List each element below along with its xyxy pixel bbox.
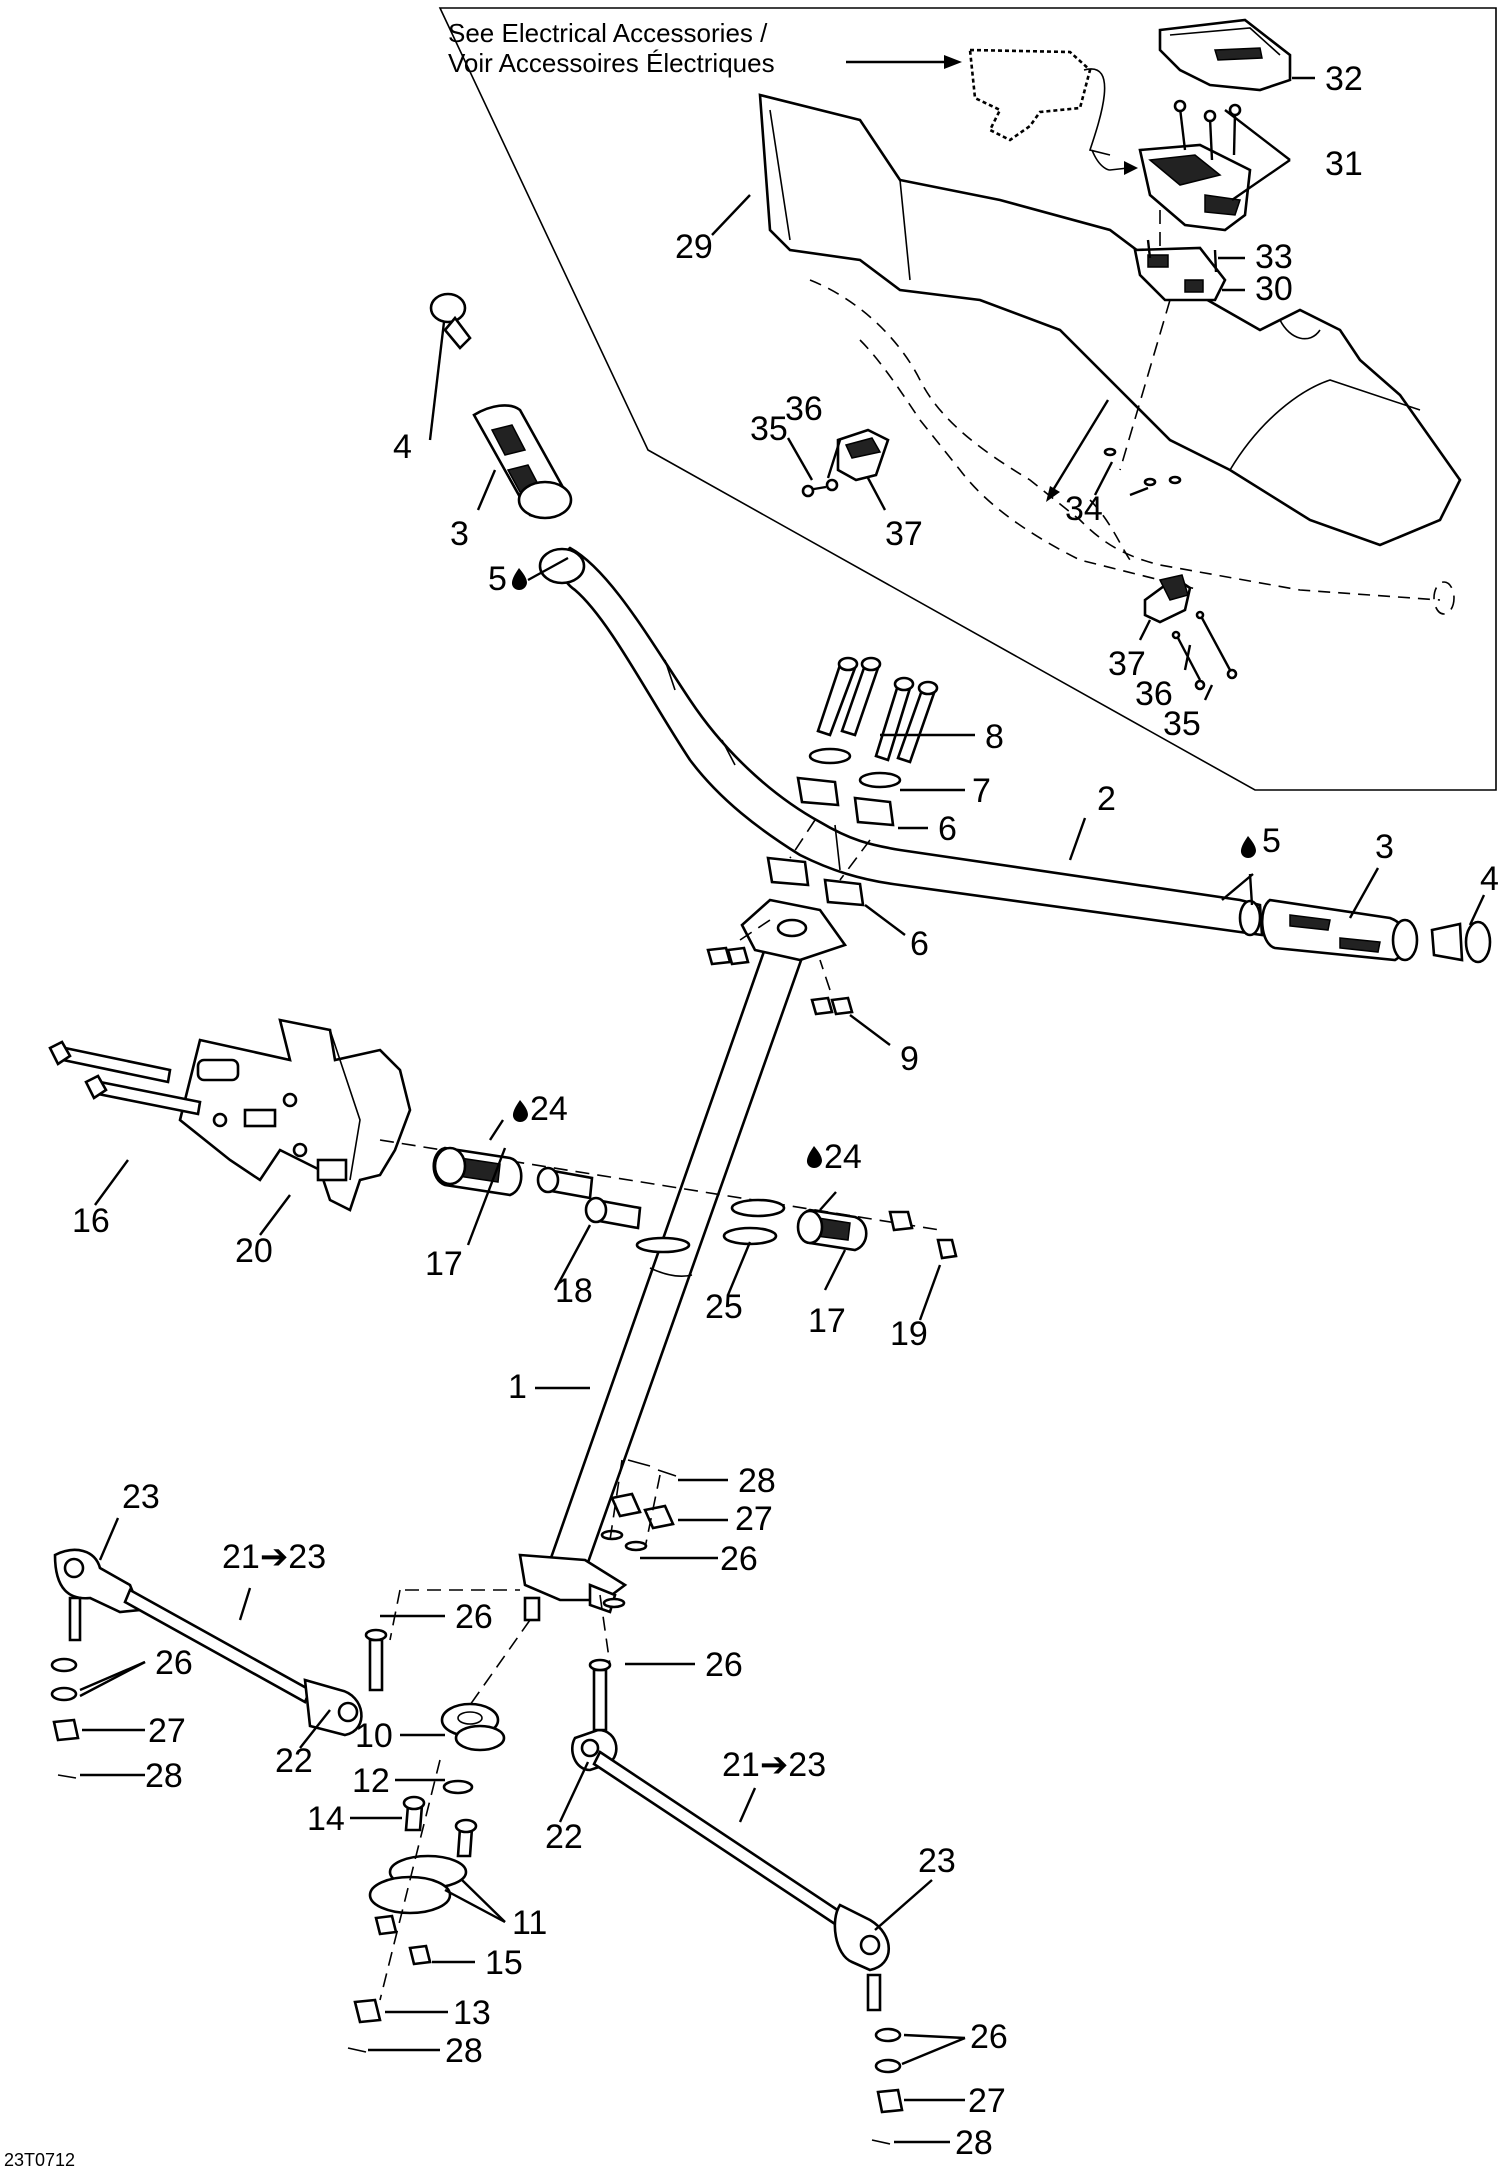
- tie-rod-left-hardware-part: [50, 1657, 80, 1779]
- drawing-code: 23T0712: [4, 2150, 75, 2170]
- callout-15: 15: [485, 1944, 523, 1982]
- grip-upper-part: [472, 404, 573, 520]
- sleeves-part: [536, 1166, 642, 1230]
- callout-29: 29: [675, 228, 713, 266]
- callout-14: 14: [307, 1800, 345, 1838]
- rings-part: [635, 1198, 786, 1254]
- callout-32: 32: [1325, 60, 1363, 98]
- mount-bracket-part: [1091, 99, 1252, 232]
- callout-26-column: 26: [720, 1540, 758, 1578]
- callout-36: 36: [1135, 675, 1173, 713]
- callout-23-right: 23: [918, 1842, 956, 1880]
- callout-28-lower: 28: [445, 2032, 483, 2070]
- callout-17-left: 17: [425, 1245, 463, 1283]
- callout-8: 8: [985, 718, 1004, 756]
- callout-7: 7: [972, 772, 991, 810]
- callout-26-left-pin: 26: [455, 1598, 493, 1636]
- callout-21-right: 21➔23: [722, 1746, 826, 1784]
- callout-1: 1: [508, 1368, 527, 1406]
- callout-33: 33: [1255, 238, 1293, 276]
- callout-24-right: 24: [824, 1138, 862, 1176]
- accessories-inset: See Electrical Accessories / Voir Access…: [438, 7, 1497, 791]
- callout-23-left: 23: [122, 1478, 160, 1516]
- inset-note-line1: See Electrical Accessories /: [448, 18, 768, 48]
- tie-rod-right-hardware-part: [871, 2027, 904, 2145]
- callout-28-column: 28: [738, 1462, 776, 1500]
- callout-20: 20: [235, 1232, 273, 1270]
- clamp-stack-part: [766, 656, 939, 907]
- callout-34: 34: [1065, 490, 1103, 528]
- callout-3-right: 3: [1375, 828, 1394, 866]
- callout-28-left: 28: [145, 1757, 183, 1795]
- nuts-lower-part: [706, 919, 854, 1016]
- bracket-cap-part: [1158, 18, 1292, 92]
- handlebar-pad-part: [758, 93, 1462, 547]
- grip-right-part: [1260, 898, 1419, 962]
- callout-27-left: 27: [148, 1712, 186, 1750]
- callout-26-right-pin: 26: [705, 1646, 743, 1684]
- callout-3-upper: 3: [450, 515, 469, 553]
- callout-17-right: 17: [808, 1302, 846, 1340]
- base-plate-part: [1119, 210, 1227, 471]
- callout-6-upper: 6: [938, 810, 957, 848]
- support-bracket-part: [48, 1018, 412, 1212]
- callout-18: 18: [555, 1272, 593, 1310]
- column-hardware-part: [600, 1459, 677, 1552]
- callout-5-right: 5: [1262, 822, 1281, 860]
- callout-36-inset: 36: [785, 390, 823, 428]
- callout-22-right: 22: [545, 1818, 583, 1856]
- callout-2: 2: [1097, 780, 1116, 818]
- callout-37-inset: 37: [885, 515, 923, 553]
- callout-26-left-washers: 26: [155, 1644, 193, 1682]
- callout-22-left: 22: [275, 1742, 313, 1780]
- handlebar-ghost: [809, 279, 1455, 615]
- bearing-stack-part: [347, 1619, 531, 2053]
- callout-10: 10: [355, 1717, 393, 1755]
- callout-12: 12: [352, 1762, 390, 1800]
- callout-37: 37: [1108, 645, 1146, 683]
- bar-end-right-part: [1430, 920, 1492, 964]
- callout-6-lower: 6: [910, 925, 929, 963]
- callout-27-column: 27: [735, 1500, 773, 1538]
- callout-5-upper: 5: [488, 560, 507, 598]
- bar-end-upper-part: [429, 292, 472, 350]
- small-clamp-upper-part: [801, 428, 890, 498]
- callout-31: 31: [1325, 145, 1363, 183]
- callout-21-left: 21➔23: [222, 1538, 326, 1576]
- callout-35-inset: 35: [750, 410, 788, 448]
- callout-27-right: 27: [968, 2082, 1006, 2120]
- handlebar-part: [538, 546, 1264, 937]
- callout-4-upper: 4: [393, 428, 412, 466]
- tie-rod-right-part: [570, 1594, 891, 2012]
- callout-9: 9: [900, 1040, 919, 1078]
- callout-16: 16: [72, 1202, 110, 1240]
- leader-lines: [79, 76, 1486, 2144]
- callout-25: 25: [705, 1288, 743, 1326]
- callout-24-left: 24: [530, 1090, 568, 1128]
- callout-4-right: 4: [1480, 860, 1499, 898]
- callout-28-right: 28: [955, 2124, 993, 2162]
- inset-note-line2: Voir Accessoires Électriques: [448, 48, 775, 78]
- tie-rod-left-part: [53, 1548, 520, 1737]
- callout-35: 35: [1163, 705, 1201, 743]
- callout-30: 30: [1255, 270, 1293, 308]
- oil-drop-icon: [511, 568, 1256, 1169]
- callout-26-right-washers: 26: [970, 2018, 1008, 2056]
- callout-labels: 32 31 33 30 29 36 35 37 34 37 36 35 4 3 …: [4, 60, 1499, 2170]
- display-module-part: [968, 48, 1111, 156]
- callout-13: 13: [453, 1994, 491, 2032]
- steering-column-part: [518, 898, 848, 1622]
- callout-11: 11: [512, 1904, 547, 1942]
- small-clamp-lower-part: [1143, 574, 1238, 691]
- nuts-19-part: [888, 1210, 958, 1260]
- callout-19: 19: [890, 1315, 928, 1353]
